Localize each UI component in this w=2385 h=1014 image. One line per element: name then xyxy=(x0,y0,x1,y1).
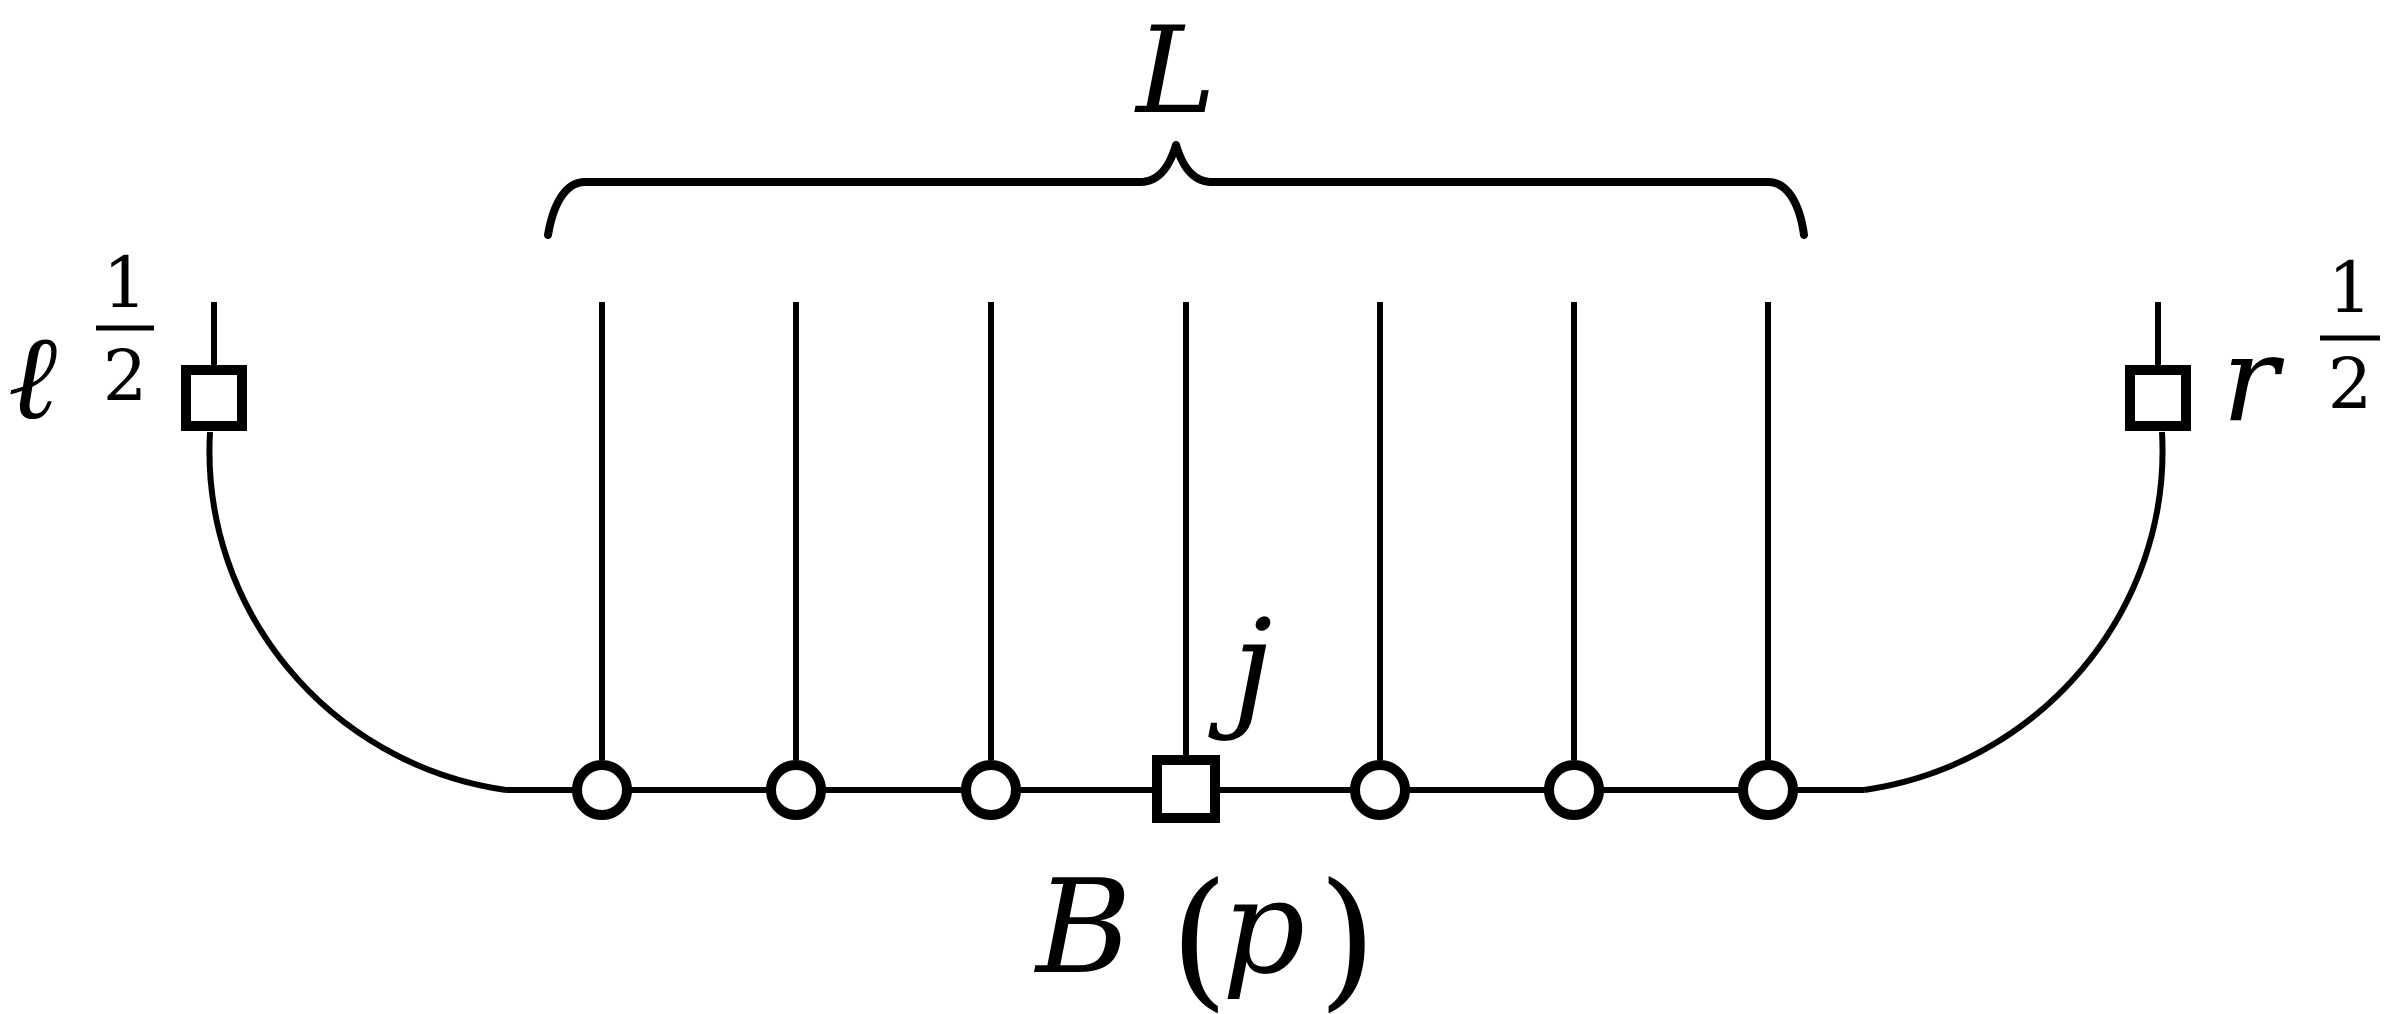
top-brace xyxy=(544,141,1808,239)
special-site-open-paren: ( xyxy=(1170,852,1229,1014)
special-site-label: B ( p ) xyxy=(1034,851,1377,1014)
right-boundary-label: r xyxy=(2222,310,2285,448)
right-fraction-denominator: 2 xyxy=(2328,343,2373,425)
right-fraction-numerator: 1 xyxy=(2328,247,2373,329)
left-boundary-label: ℓ xyxy=(8,308,57,446)
left-fraction-denominator: 2 xyxy=(103,335,148,417)
special-index-label: j xyxy=(1208,591,1272,743)
bulk-node xyxy=(1738,760,1798,820)
special-site-param: p xyxy=(1222,851,1305,1003)
special-site-letter: B xyxy=(1034,851,1132,1003)
bulk-node xyxy=(572,760,632,820)
bulk-node xyxy=(766,760,826,820)
special-site-node xyxy=(1152,755,1220,823)
left-fraction-numerator: 1 xyxy=(103,242,148,324)
left-boundary-node xyxy=(181,365,247,431)
right-boundary-arc xyxy=(1863,431,2166,793)
physical-legs xyxy=(599,302,1771,760)
brace-label: L xyxy=(1134,2,1216,141)
left-boundary-arc xyxy=(206,431,507,793)
bulk-node xyxy=(961,760,1021,820)
bulk-node xyxy=(1350,760,1410,820)
right-boundary-node xyxy=(2125,365,2191,431)
bulk-nodes xyxy=(572,760,1798,820)
bulk-node xyxy=(1544,760,1604,820)
special-site-close-paren: ) xyxy=(1318,852,1377,1014)
